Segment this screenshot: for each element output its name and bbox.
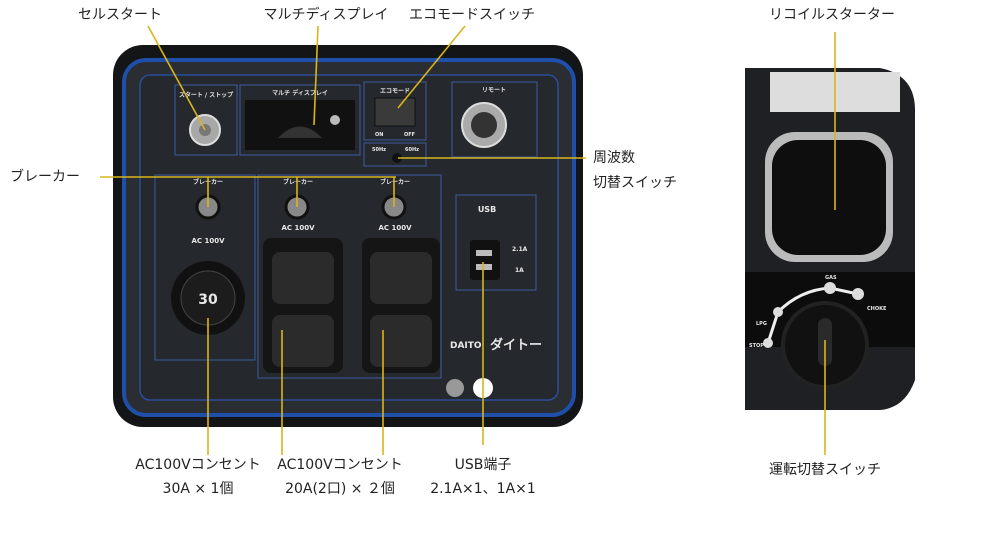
svg-text:60Hz: 60Hz [405,147,419,153]
svg-text:スタート / ストップ: スタート / ストップ [179,91,234,99]
multi-display [245,100,355,150]
svg-text:1A: 1A [515,267,524,274]
svg-text:GAS: GAS [825,275,837,281]
usb-ports[interactable] [470,240,500,280]
label-usb-1: USB端子 [454,457,512,473]
label-multi-display: マルチディスプレイ [263,7,389,23]
side-panel: GAS LPG CHOKE STOP [745,68,915,410]
label-outlet-30a-2: 30A × 1個 [162,481,234,497]
label-breaker: ブレーカー [10,169,80,185]
label-outlet-20a-1: AC100Vコンセント [277,457,403,473]
label-operation-switch: 運転切替スイッチ [769,462,881,478]
svg-text:CHOKE: CHOKE [867,306,887,312]
svg-text:ブレーカー: ブレーカー [283,178,313,186]
svg-text:エコモード: エコモード [380,88,410,95]
label-cell-start: セルスタート [78,7,162,23]
leader-lines [100,25,836,455]
svg-text:リモート: リモート [482,87,506,94]
svg-text:ON: ON [375,132,383,138]
label-outlet-30a-1: AC100Vコンセント [135,457,261,473]
outlet-20a-2[interactable] [362,238,440,373]
svg-text:30: 30 [198,292,218,308]
outlet-20a-1[interactable] [263,238,343,373]
label-frequency-switch-2: 切替スイッチ [593,175,677,191]
front-panel: スタート / ストップ マルチ ディスプレイ エコモード ON OFF 50Hz… [113,45,583,427]
label-usb-2: 2.1A×1、1A×1 [430,481,536,497]
svg-text:ブレーカー: ブレーカー [380,178,410,186]
label-outlet-20a-2: 20A(2口) × ２個 [285,481,395,497]
daito-logo: DAITO ダイトー [450,337,542,353]
svg-text:マルチ ディスプレイ: マルチ ディスプレイ [272,89,328,97]
svg-text:2.1A: 2.1A [512,246,528,253]
svg-text:USB: USB [478,205,496,214]
svg-text:DAITO: DAITO [450,341,482,351]
svg-text:AC 100V: AC 100V [191,237,225,245]
label-recoil-starter: リコイルスターター [769,7,895,23]
svg-text:AC 100V: AC 100V [281,224,315,232]
label-eco-mode-switch: エコモードスイッチ [409,7,535,23]
svg-text:ダイトー: ダイトー [490,337,542,353]
eco-mode-switch[interactable] [374,97,416,127]
label-frequency-switch-1: 周波数 [593,150,635,166]
frequency-switch[interactable] [392,153,402,163]
outlet-30a[interactable]: 30 [171,261,245,335]
svg-text:OFF: OFF [404,132,415,138]
svg-text:LPG: LPG [756,321,767,327]
svg-text:STOP: STOP [749,343,764,349]
svg-text:50Hz: 50Hz [372,147,386,153]
start-stop-box [174,84,238,156]
recoil-starter[interactable] [765,132,893,262]
svg-text:AC 100V: AC 100V [378,224,412,232]
